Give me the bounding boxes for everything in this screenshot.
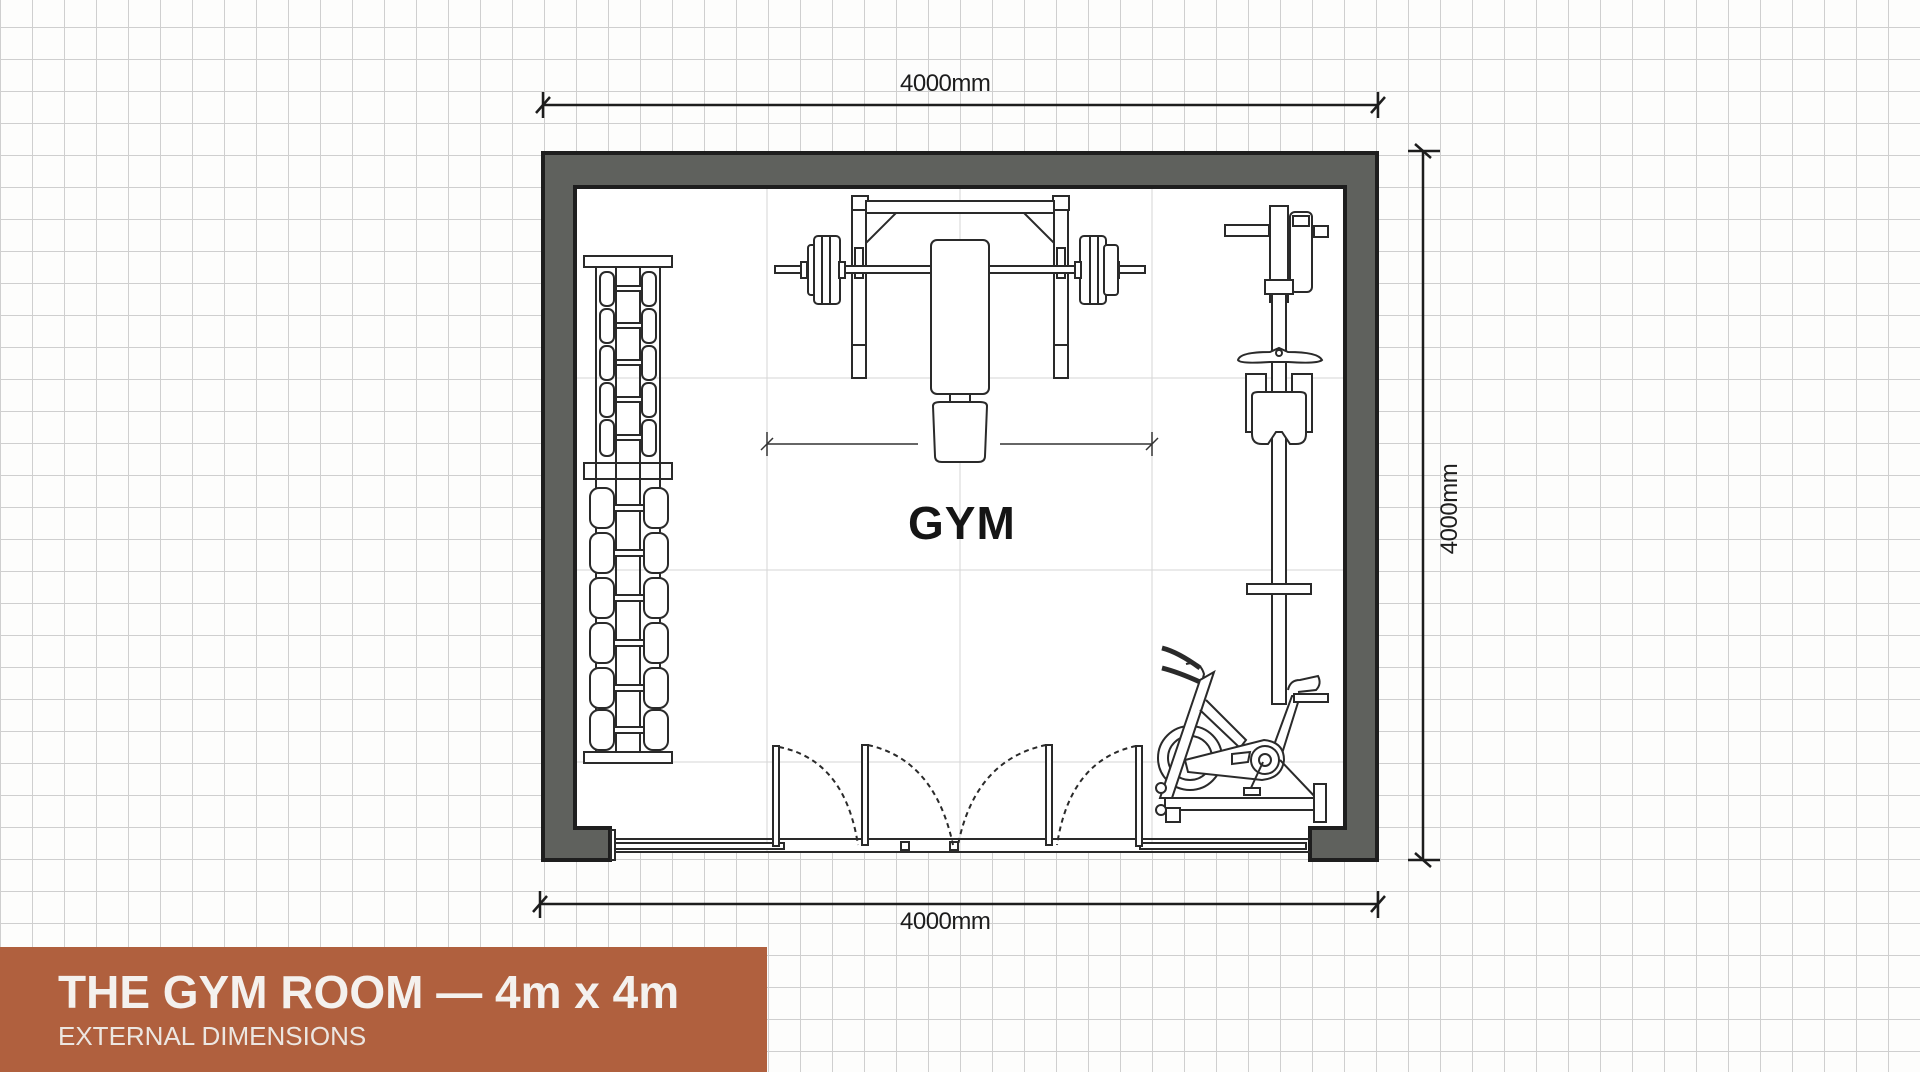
rowing-machine [1224,205,1329,705]
bench-seat [931,401,989,463]
spin-bike [1155,645,1329,823]
dimension-label-top: 4000mm [900,70,991,97]
banner-title: THE GYM ROOM — 4m x 4m [58,966,680,1018]
dumbbell-rack [583,255,673,764]
banner-subtitle: EXTERNAL DIMENSIONS [58,1021,367,1051]
title-banner: THE GYM ROOM — 4m x 4m EXTERNAL DIMENSIO… [0,947,767,1072]
internal-dimension [760,432,1159,456]
dimension-label-right: 4000mm [1436,463,1463,555]
power-rack-with-barbell [774,195,1146,463]
folding-doors [610,744,1310,861]
bench-backrest [930,239,990,395]
dimension-lines [532,92,1440,918]
room-label: GYM [908,497,1016,549]
dimension-label-bottom: 4000mm [900,908,991,935]
